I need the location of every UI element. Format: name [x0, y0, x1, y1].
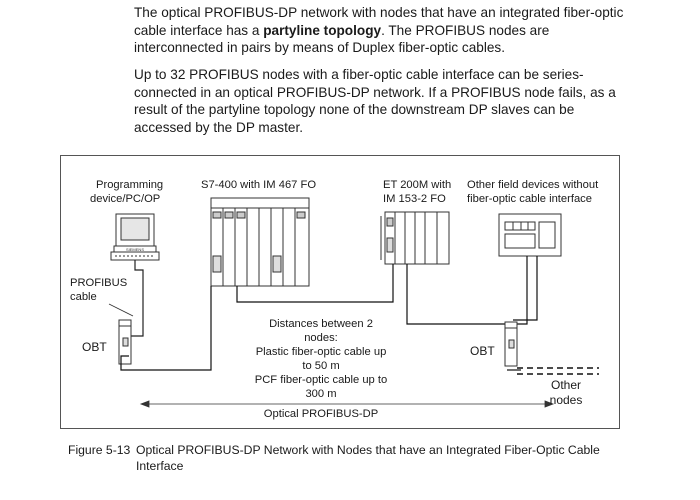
- other-devices-label-line1: Other field devices without: [467, 179, 599, 191]
- paragraph-partyline: The optical PROFIBUS-DP network with nod…: [134, 4, 634, 57]
- paragraph-text: The optical PROFIBUS-DP network with nod…: [134, 5, 624, 38]
- pg-label-line2: device/PC/OP: [90, 193, 161, 205]
- paragraph-node-count: Up to 32 PROFIBUS nodes with a fiber-opt…: [134, 67, 616, 135]
- obt-right-label: OBT: [470, 344, 495, 358]
- distance-line6: 300 m: [305, 388, 337, 400]
- other-nodes-line1: Other: [550, 378, 581, 392]
- other-nodes-line2: nodes: [549, 393, 583, 407]
- figure-caption-text: Optical PROFIBUS-DP Network with Nodes t…: [136, 443, 600, 473]
- pc-terminal: [110, 213, 160, 261]
- profibus-cable-label-line1: PROFIBUS: [70, 277, 128, 289]
- distance-line4: to 50 m: [302, 360, 340, 372]
- distance-line2: nodes:: [304, 332, 338, 344]
- figure-number: Figure 5-13: [68, 443, 131, 457]
- distance-line1: Distances between 2: [269, 318, 373, 330]
- s7-400-rack: [210, 197, 310, 287]
- network-diagram: SIEMENS: [108, 197, 599, 408]
- network-figure: SIEMENS: [60, 155, 620, 429]
- network-label: Optical PROFIBUS-DP: [263, 408, 379, 420]
- et200m-label-line1: ET 200M with: [383, 179, 452, 191]
- pc-logo: SIEMENS: [126, 247, 144, 252]
- s7-400-label: S7-400 with IM 467 FO: [201, 179, 317, 191]
- profibus-cable: [129, 260, 144, 337]
- other-nodes-dashed: [517, 367, 599, 375]
- cable-pointer: [108, 303, 134, 317]
- obt-right-device: [504, 321, 518, 367]
- obt-left-label: OBT: [82, 340, 107, 354]
- et-200m-station: [380, 211, 450, 265]
- paragraph-text: . The PROFIBUS nodes are interconnected …: [134, 22, 550, 56]
- obt-left-device: [118, 319, 132, 365]
- distance-line5: PCF fiber-optic cable up to: [254, 374, 388, 386]
- pg-label-line1: Programming: [96, 179, 164, 191]
- other-devices-label-line2: fiber-optic cable interface: [467, 193, 592, 205]
- et200m-label-line2: IM 153-2 FO: [383, 193, 446, 205]
- other-field-device: [498, 213, 562, 257]
- network-span-arrow: [139, 400, 555, 408]
- bold-term: partyline topology: [263, 22, 382, 38]
- profibus-cable-label-line2: cable: [70, 291, 97, 303]
- fiber-optic-cables: [120, 256, 538, 371]
- distance-line3: Plastic fiber-optic cable up: [255, 346, 387, 358]
